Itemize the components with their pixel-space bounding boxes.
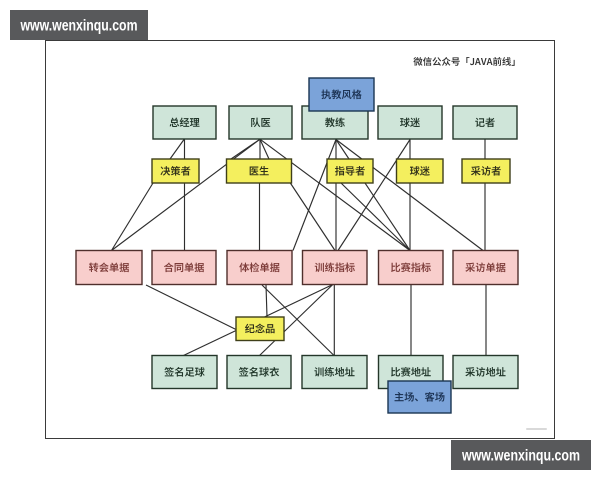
svg-text:www.wenxinqu.com: www.wenxinqu.com: [461, 448, 580, 465]
svg-text:www.wenxinqu.com: www.wenxinqu.com: [20, 18, 138, 35]
